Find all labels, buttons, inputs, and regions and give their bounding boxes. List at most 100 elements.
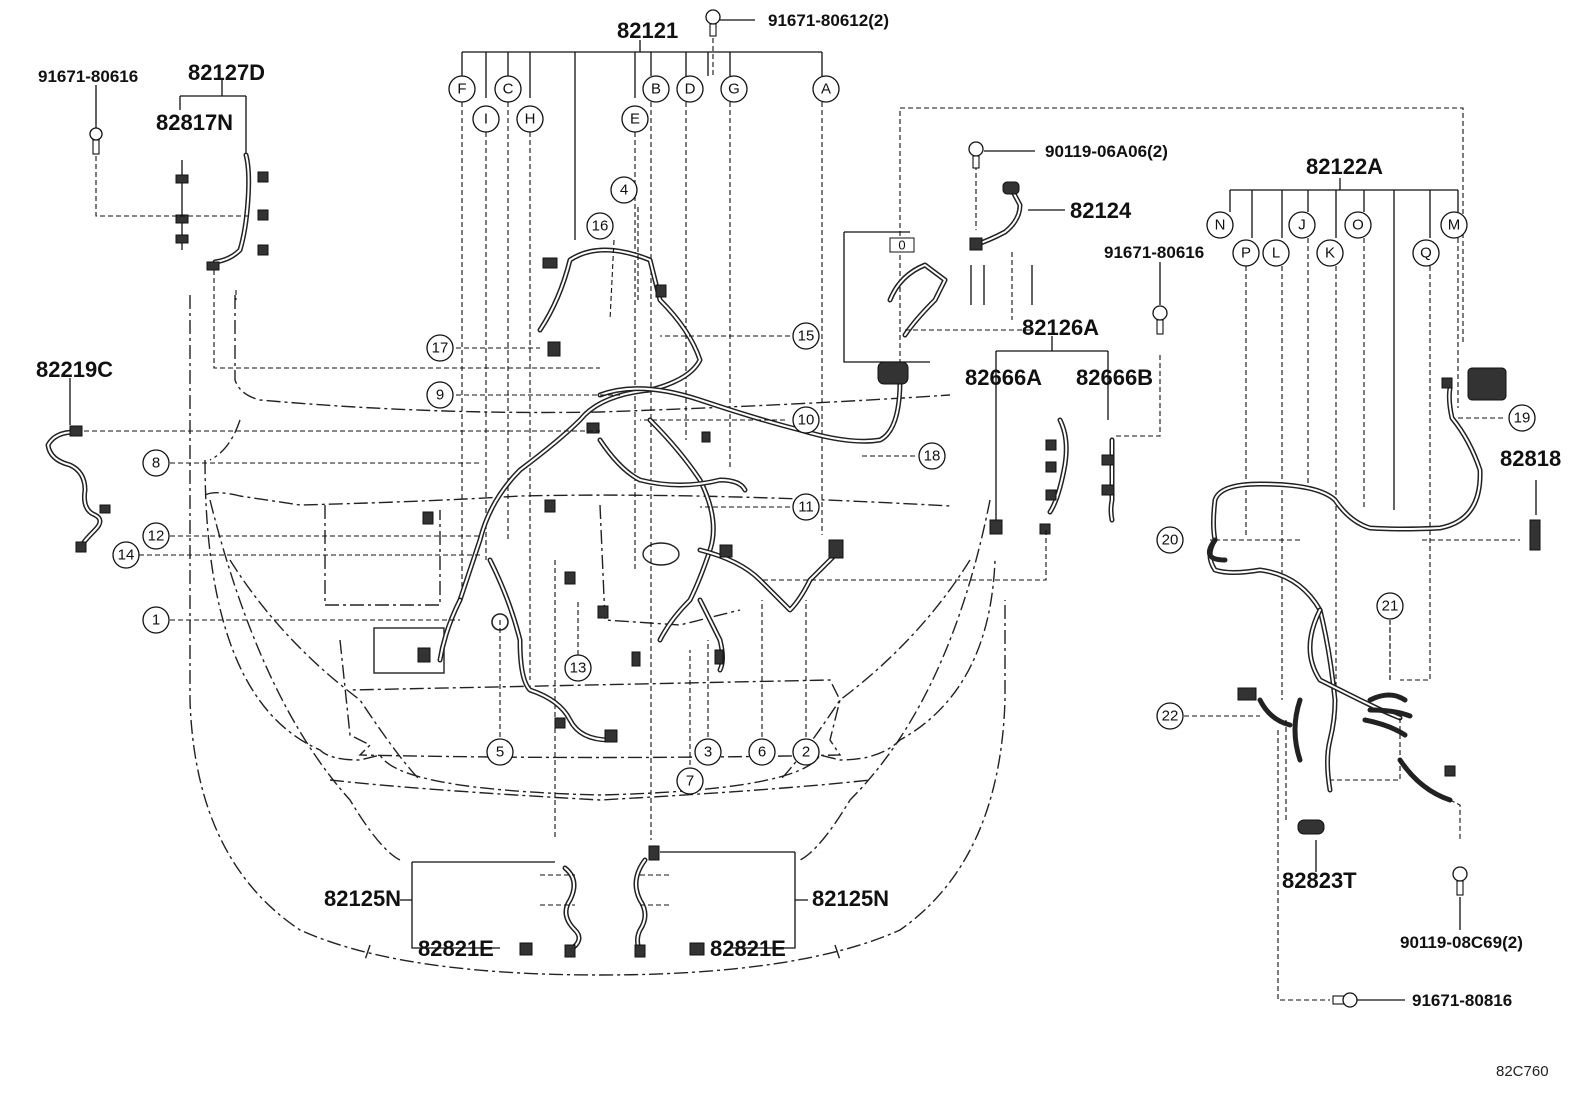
callout-D: D <box>676 75 704 103</box>
part-82125N-group <box>400 845 808 958</box>
callout-18: 18 <box>918 442 946 470</box>
label-82666B: 82666B <box>1076 365 1153 390</box>
label-82122A: 82122A <box>1306 154 1383 179</box>
svg-text:H: H <box>525 111 536 128</box>
svg-text:5: 5 <box>496 744 504 761</box>
label-82817N: 82817N <box>156 110 233 135</box>
callout-N: N <box>1206 211 1234 239</box>
svg-text:B: B <box>651 81 661 98</box>
callout-A: A <box>812 75 840 103</box>
svg-text:22: 22 <box>1162 708 1179 725</box>
label-91671-80612: 91671-80612(2) <box>768 11 889 30</box>
callout-F: F <box>448 75 476 103</box>
label-91671-80616-mid: 91671-80616 <box>1104 243 1204 262</box>
callout-H: H <box>516 105 544 133</box>
callout-13: 13 <box>564 654 592 682</box>
callout-20: 20 <box>1156 526 1184 554</box>
callout-B: B <box>642 75 670 103</box>
svg-text:C: C <box>503 81 514 98</box>
callout-21: 21 <box>1376 592 1404 620</box>
svg-text:P: P <box>1241 245 1251 262</box>
svg-text:L: L <box>1272 245 1280 262</box>
callout-10: 10 <box>792 406 820 434</box>
svg-text:E: E <box>630 111 640 128</box>
svg-text:8: 8 <box>152 455 160 472</box>
label-91671-80616-left: 91671-80616 <box>38 67 138 86</box>
callout-5: 5 <box>486 738 514 766</box>
part-82122A-group <box>1206 178 1541 1008</box>
callout-Q: Q <box>1412 239 1440 267</box>
callout-J: J <box>1288 211 1316 239</box>
callout-22: 22 <box>1156 702 1184 730</box>
svg-text:I: I <box>484 111 488 128</box>
callout-9: 9 <box>426 381 454 409</box>
callout-17: 17 <box>426 334 454 362</box>
callout-O: O <box>1344 211 1372 239</box>
svg-text:21: 21 <box>1382 598 1399 615</box>
letter-callouts: F I C H E B D G A N P L J K O Q M <box>448 75 1468 267</box>
callout-K: K <box>1316 239 1344 267</box>
number-callouts: 1 2 3 4 5 6 7 8 9 10 11 12 13 14 15 16 1… <box>112 176 1536 795</box>
label-82125N-right: 82125N <box>812 886 889 911</box>
svg-text:K: K <box>1325 245 1335 262</box>
svg-text:14: 14 <box>118 547 135 564</box>
svg-text:A: A <box>821 81 831 98</box>
svg-text:1: 1 <box>152 612 160 629</box>
svg-text:F: F <box>457 81 466 98</box>
callout-E: E <box>621 105 649 133</box>
callout-15: 15 <box>792 322 820 350</box>
svg-text:G: G <box>728 81 740 98</box>
svg-text:J: J <box>1298 217 1306 234</box>
number-leader-lines <box>139 207 1391 765</box>
svg-text:16: 16 <box>592 218 609 235</box>
callout-3: 3 <box>694 738 722 766</box>
svg-text:19: 19 <box>1514 410 1531 427</box>
bolt-91671-80612-group <box>705 9 755 76</box>
svg-text:17: 17 <box>432 340 449 357</box>
callout-M: M <box>1440 211 1468 239</box>
callout-I: I <box>472 105 500 133</box>
label-82818: 82818 <box>1500 446 1561 471</box>
label-90119-06A06: 90119-06A06(2) <box>1045 142 1168 161</box>
callout-C: C <box>494 75 522 103</box>
svg-text:20: 20 <box>1162 532 1179 549</box>
callout-L: L <box>1262 239 1290 267</box>
svg-text:3: 3 <box>704 744 712 761</box>
label-82127D: 82127D <box>188 60 265 85</box>
svg-text:D: D <box>685 81 696 98</box>
callout-6: 6 <box>748 738 776 766</box>
callout-16: 16 <box>586 212 614 240</box>
label-90119-08C69: 90119-08C69(2) <box>1400 933 1523 952</box>
part-82127D-group <box>89 80 600 369</box>
svg-text:7: 7 <box>686 773 694 790</box>
svg-text:13: 13 <box>570 660 587 677</box>
part-82219C-group <box>45 378 600 553</box>
label-82821E-left: 82821E <box>418 936 494 961</box>
callout-12: 12 <box>142 522 170 550</box>
svg-text:15: 15 <box>798 328 815 345</box>
svg-text:N: N <box>1215 217 1226 234</box>
callout-7: 7 <box>676 767 704 795</box>
label-82666A: 82666A <box>965 365 1042 390</box>
callout-1: 1 <box>142 606 170 634</box>
callout-8: 8 <box>142 449 170 477</box>
vehicle-body-outline <box>189 295 1006 976</box>
svg-text:4: 4 <box>620 182 628 199</box>
svg-text:18: 18 <box>924 448 941 465</box>
label-82823T: 82823T <box>1282 868 1357 893</box>
svg-text:11: 11 <box>798 499 814 516</box>
callout-19: 19 <box>1508 404 1536 432</box>
label-82219C: 82219C <box>36 357 113 382</box>
callout-4: 4 <box>610 176 638 204</box>
label-82125N-left: 82125N <box>324 886 401 911</box>
callout-11: 11 <box>792 493 820 521</box>
svg-text:9: 9 <box>436 387 444 404</box>
part-82124-82126A-group <box>760 107 1464 581</box>
svg-text:O: O <box>1352 217 1364 234</box>
label-82821E-right: 82821E <box>710 936 786 961</box>
diagram-code: 82C760 <box>1496 1063 1549 1080</box>
svg-text:M: M <box>1448 217 1461 234</box>
svg-text:10: 10 <box>798 412 815 429</box>
callout-2: 2 <box>792 738 820 766</box>
